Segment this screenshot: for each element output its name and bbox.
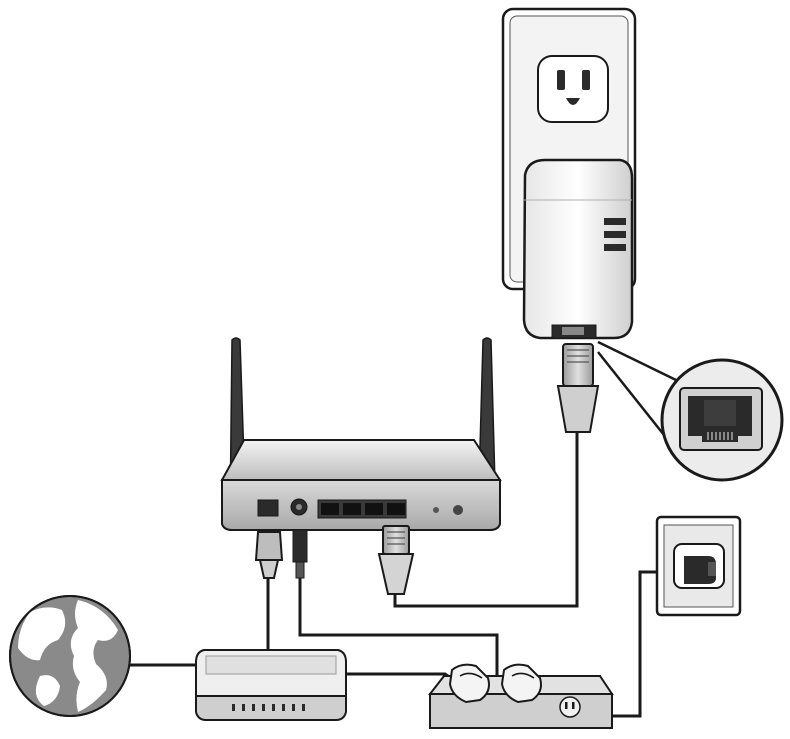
powerline-adapter-icon (501, 7, 637, 340)
lan-ports (317, 499, 407, 519)
globe-icon (9, 595, 131, 717)
power-outlet-icon (655, 515, 742, 617)
router-lan-plug (377, 525, 415, 595)
modem-icon (195, 649, 347, 721)
adapter-ethernet-plug (556, 343, 600, 433)
router-power-cable (298, 578, 499, 676)
power-strip-icon (427, 663, 614, 729)
rj45-port-callout-icon (660, 358, 784, 482)
port-zoom-callout-lines (597, 340, 677, 441)
router-wan-plug (254, 531, 284, 579)
wireless-router-icon (220, 337, 502, 531)
ethernet-cable-adapter-router (393, 430, 579, 608)
cables (128, 430, 684, 718)
strip-plug-1 (448, 663, 490, 704)
strip-plug-2 (500, 663, 542, 704)
router-power-plug (292, 529, 308, 579)
